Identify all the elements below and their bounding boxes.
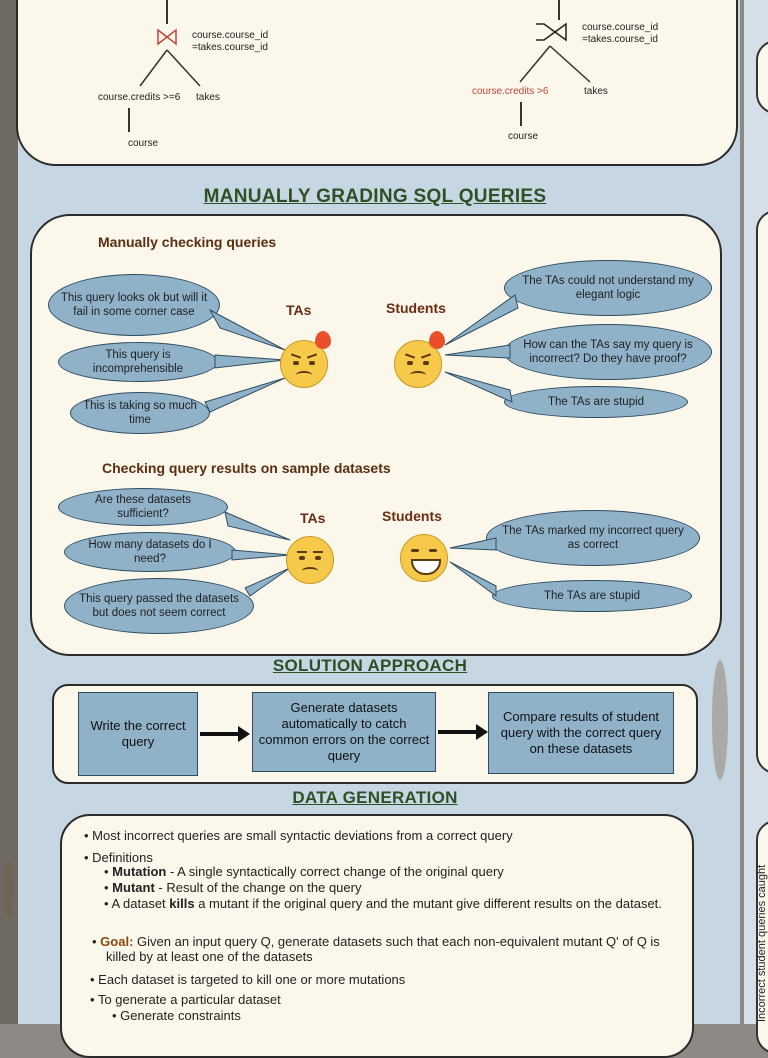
student-thought-bubble: The TAs marked my incorrect query as cor… [486, 510, 700, 566]
bubble-tails [444, 294, 519, 403]
tree-edges [519, 45, 591, 83]
student-thought-bubble: The TAs are stupid [492, 580, 692, 612]
sub-bullet-constraints: • Generate constraints [112, 1008, 241, 1023]
ta-thought-bubble: Are these datasets sufficient? [58, 488, 228, 526]
definition-mutation: • Mutation - A single syntactically corr… [104, 864, 504, 879]
query-tree-panel [16, 0, 738, 166]
solution-title: SOLUTION APPROACH [272, 656, 468, 675]
outer-join-icon [534, 20, 576, 44]
frowning-emoji-icon [286, 536, 334, 584]
bullet-goal: • Goal: Given an input query Q, generate… [92, 934, 660, 964]
wall-stain [712, 660, 728, 780]
ta-thought-bubble: This is taking so much time [70, 392, 210, 434]
right-course-label: course [508, 131, 539, 142]
right-takes-label: takes [584, 86, 608, 97]
student-thought-bubble: How can the TAs say my query is incorrec… [504, 324, 712, 380]
step-compare-results: Compare results of student query with th… [488, 692, 674, 774]
left-join-label: course.course_id =takes.course_id [192, 30, 269, 53]
flame-icon [429, 331, 445, 349]
tree-edge [128, 108, 130, 132]
poster-left-edge [0, 0, 18, 1024]
ta-thought-bubble: How many datasets do I need? [64, 532, 236, 572]
bubble-tails [449, 537, 497, 597]
ta-thought-bubble: This query passed the datasets but does … [64, 578, 254, 634]
step-write-query: Write the correct query [78, 692, 198, 776]
bullet-generate-particular: • To generate a particular dataset [90, 992, 281, 1007]
left-takes-label: takes [196, 92, 220, 103]
section1-subtitle: Manually checking queries [98, 234, 277, 250]
join-icon [156, 28, 178, 46]
angry-emoji-icon [280, 331, 331, 388]
bubble-tails [204, 308, 286, 413]
student-thought-bubble: The TAs could not understand my elegant … [504, 260, 712, 316]
definition-mutant: • Mutant - Result of the change on the q… [104, 880, 362, 895]
step-generate-datasets: Generate datasets automatically to catch… [252, 692, 436, 772]
side-axis-label: Incorrect student queries caught [756, 864, 768, 1022]
bullet-each-dataset: • Each dataset is targeted to kill one o… [90, 972, 406, 987]
arrow-icon [200, 726, 250, 742]
bubble-tails [224, 511, 291, 597]
left-course-label: course [128, 138, 159, 149]
adjacent-panel-bottom: Incorrect student queries caught [756, 820, 768, 1054]
tas-label: TAs [300, 510, 326, 526]
flame-icon [315, 331, 331, 349]
section2-subtitle: Checking query results on sample dataset… [102, 460, 391, 476]
students-label: Students [386, 300, 446, 316]
angry-emoji-icon [394, 331, 445, 388]
right-join-label: course.course_id =takes.course_id [582, 22, 659, 45]
manual-grading-title: MANUALLY GRADING SQL QUERIES [203, 186, 547, 207]
tree-edge [558, 0, 560, 20]
adjacent-panel-middle [756, 210, 768, 774]
tree-edge [166, 0, 168, 24]
adjacent-panel-top [756, 40, 768, 114]
left-filter-label: course.credits >=6 [98, 92, 181, 103]
grinning-emoji-icon [400, 534, 448, 582]
adjacent-poster-edge: Incorrect student queries caught [744, 0, 768, 1054]
tree-edge [520, 102, 522, 126]
ta-thought-bubble: This query looks ok but will it fail in … [48, 274, 220, 336]
wall-stain [4, 860, 14, 920]
data-generation-title: DATA GENERATION [292, 788, 458, 807]
students-label: Students [382, 508, 442, 524]
bullet-definitions: • Definitions [84, 850, 153, 865]
tas-label: TAs [286, 302, 312, 318]
data-generation-panel [60, 814, 694, 1058]
student-thought-bubble: The TAs are stupid [504, 386, 688, 418]
arrow-icon [438, 724, 488, 740]
tree-edges [139, 49, 201, 87]
bullet-incorrect-queries: • Most incorrect queries are small synta… [84, 828, 513, 843]
ta-thought-bubble: This query is incomprehensible [58, 342, 218, 382]
definition-kills: • A dataset kills a mutant if the origin… [104, 896, 662, 911]
right-filter-label: course.credits >6 [472, 86, 549, 97]
